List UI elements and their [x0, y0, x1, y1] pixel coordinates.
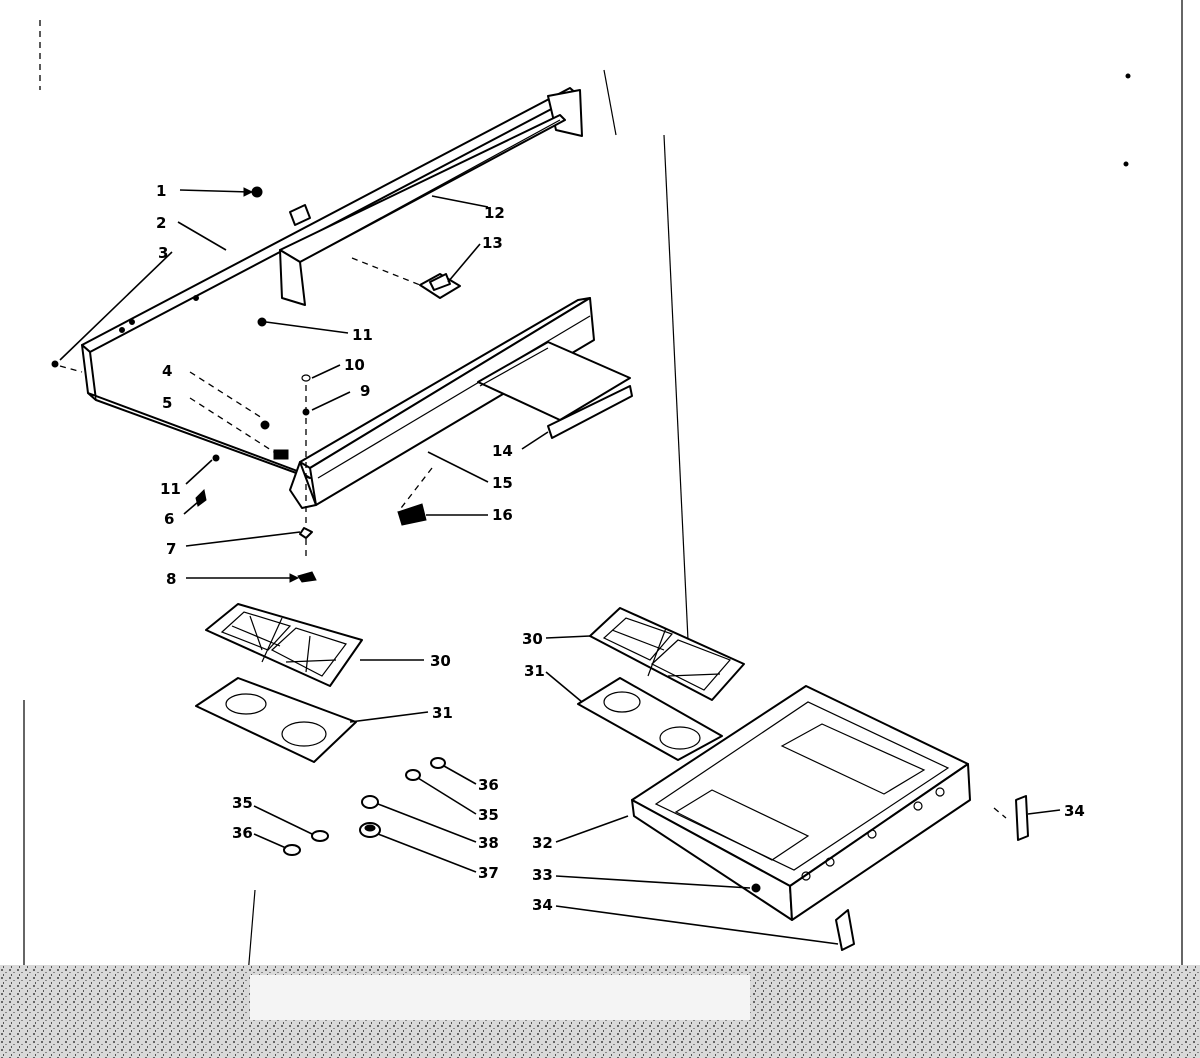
label-9: 9	[360, 382, 370, 400]
part-16-strip	[397, 503, 427, 526]
label-33: 33	[532, 866, 553, 884]
label-10: 10	[344, 356, 365, 374]
assembly-dashes	[59, 257, 1007, 819]
label-32: 32	[532, 834, 553, 852]
scan-dot	[1123, 161, 1129, 167]
label-38: 38	[478, 834, 499, 852]
label-11-left: 11	[160, 480, 181, 498]
scan-border	[23, 0, 1183, 1058]
part-31-burner-box-left	[195, 677, 357, 763]
part-13-bracket	[419, 273, 461, 299]
part-30-grate-right	[589, 607, 745, 701]
label-34-right: 34	[1064, 802, 1085, 820]
part-control-panel	[289, 297, 595, 509]
scan-dot	[1125, 73, 1131, 79]
label-35-right: 35	[478, 806, 499, 824]
label-30-right: 30	[522, 630, 543, 648]
part-rear-trim	[279, 114, 566, 306]
label-31-right: 31	[524, 662, 545, 680]
label-30-left: 30	[430, 652, 451, 670]
part-30-grate-left	[205, 603, 363, 687]
label-11-right: 11	[352, 326, 373, 344]
label-2: 2	[156, 214, 166, 232]
label-36-right: 36	[478, 776, 499, 794]
label-3: 3	[158, 244, 168, 262]
label-4: 4	[162, 362, 172, 380]
label-5: 5	[162, 394, 172, 412]
callout-labels: 1 2 3 4 5 11 6 7 8 12 13 11 10 9 14 15 1…	[156, 182, 1085, 914]
part-31-burner-box-right	[577, 677, 723, 761]
label-31-left: 31	[432, 704, 453, 722]
label-12: 12	[484, 204, 505, 222]
label-35-left: 35	[232, 794, 253, 812]
label-8: 8	[166, 570, 176, 588]
part-14-handle	[477, 341, 633, 439]
label-13: 13	[482, 234, 503, 252]
hardware-small	[51, 186, 317, 583]
label-15: 15	[492, 474, 513, 492]
part-34-brackets	[835, 795, 1029, 951]
leader-lines	[59, 187, 1061, 945]
label-1: 1	[156, 182, 166, 200]
label-16: 16	[492, 506, 513, 524]
scan-white-patch	[250, 975, 750, 1020]
label-7: 7	[166, 540, 176, 558]
label-6: 6	[164, 510, 174, 528]
label-34-bottom: 34	[532, 896, 553, 914]
label-14: 14	[492, 442, 513, 460]
burner-hardware	[283, 757, 446, 856]
label-36-left: 36	[232, 824, 253, 842]
part-backguard	[81, 87, 583, 479]
label-37: 37	[478, 864, 499, 882]
part-33-screw	[751, 883, 761, 893]
